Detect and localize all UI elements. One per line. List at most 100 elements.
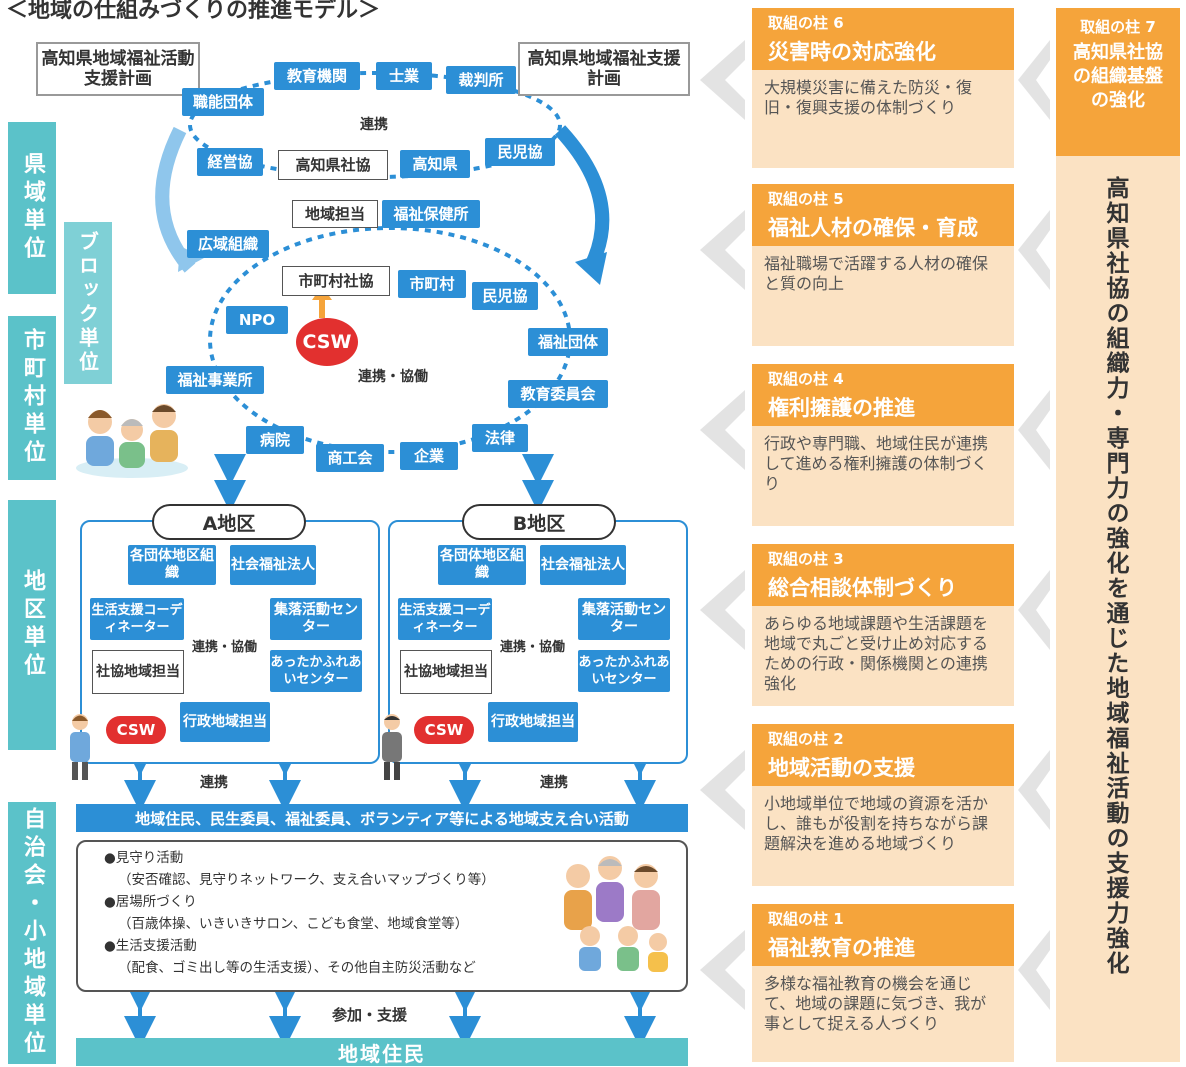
node-kyoiku-kikan: 教育機関 (274, 62, 360, 90)
district-b-label: B地区 (462, 504, 616, 540)
district-b-seikatsu-shien-coordinator: 生活支援コーディネーター (398, 598, 492, 640)
csw-district-b: CSW (414, 716, 474, 744)
node-kochi-ken: 高知県 (400, 150, 470, 178)
people-meeting-illustration (76, 404, 188, 478)
node-shokuno-dantai: 職能団体 (182, 88, 264, 116)
csw-municipal: CSW (296, 318, 358, 366)
pillar-7-number: 取組の柱 7 (1080, 18, 1156, 36)
pillar-3-number: 取組の柱 3 (768, 550, 844, 568)
node-kyoiku-iinkai: 教育委員会 (508, 380, 608, 408)
right-curve-arrow (554, 125, 610, 272)
pillar-5-number: 取組の柱 5 (768, 190, 844, 208)
inner-ring-label: 連携・協働 (358, 369, 428, 385)
pillar-6-header: 取組の柱 6 災害時の対応強化 (752, 8, 1014, 70)
outer-ring-label: 連携 (360, 117, 388, 133)
activity-ibasho-title: ●居場所づくり (104, 894, 197, 910)
node-horitsu: 法律 (472, 424, 528, 452)
node-kochi-shakyo: 高知県社協 (278, 150, 388, 180)
level-district: 地区単位 (8, 500, 56, 750)
activity-seikatsu-title: ●生活支援活動 (104, 938, 197, 954)
pillar-6-desc: 大規模災害に備えた防災・復旧・復興支援の体制づくり (752, 70, 1014, 168)
node-shokokai: 商工会 (316, 444, 384, 472)
pillar-1-desc: 多様な福祉教育の機会を通じて、地域の課題に気づき、我が事として捉える人づくり (752, 966, 1014, 1062)
pillar-7-column (1056, 8, 1180, 1062)
level-community: 自治会・小地域単位 (8, 802, 56, 1064)
node-npo: NPO (226, 306, 288, 334)
node-chiiki-tanto: 地域担当 (292, 200, 378, 228)
district-a-shuraku-katsudo-center: 集落活動センター (270, 598, 362, 640)
pillar-5-desc: 福祉職場で活躍する人材の確保と質の向上 (752, 246, 1014, 346)
level-municipal: 市町村単位 (8, 316, 56, 480)
district-b-shakyo-chiiki-tanto: 社協地域担当 (400, 650, 492, 694)
pillar-3-title: 総合相談体制づくり (768, 576, 957, 600)
pillar-2-number: 取組の柱 2 (768, 730, 844, 748)
pillar-4-title: 権利擁護の推進 (768, 396, 915, 420)
district-b-shuraku-katsudo-center: 集落活動センター (578, 598, 670, 640)
node-shigyo: 士業 (376, 62, 432, 90)
node-shichoson: 市町村 (398, 270, 466, 298)
district-a-seikatsu-shien-coordinator: 生活支援コーディネーター (90, 598, 184, 640)
pillar-3-header: 取組の柱 3 総合相談体制づくり (752, 544, 1014, 606)
gray-chevrons (700, 40, 1050, 1010)
pillar-2-title: 地域活動の支援 (768, 756, 915, 780)
node-byoin: 病院 (246, 426, 304, 454)
pillar-4-desc: 行政や専門職、地域住民が連携して進める権利擁護の体制づくり (752, 426, 1014, 526)
pillar-2-header: 取組の柱 2 地域活動の支援 (752, 724, 1014, 786)
district-b-center-label: 連携・協働 (500, 640, 566, 655)
link-label-b: 連携 (540, 775, 568, 791)
node-minjikyo-outer: 民児協 (485, 138, 555, 166)
node-fukushi-dantai: 福祉団体 (528, 328, 608, 356)
activity-ibasho-detail: （百歳体操、いきいきサロン、こども食堂、地域食堂等） (118, 916, 469, 932)
link-label-a: 連携 (200, 775, 228, 791)
node-shichoson-shakyo: 市町村社協 (282, 266, 390, 296)
pillar-7-body: 高知県社協の組織力・専門力の強化を通じた地域福祉活動の支援力強化 (1102, 176, 1128, 976)
district-a-shakaifukushi-hojin: 社会福祉法人 (230, 545, 316, 585)
level-block: ブロック単位 (64, 222, 112, 384)
residents-band: 地域住民 (76, 1038, 688, 1066)
activity-mimamori-title: ●見守り活動 (104, 850, 184, 866)
activity-seikatsu-detail: （配食、ゴミ出し等の生活支援）、その他自主防災活動など (118, 960, 476, 976)
node-fukushi-hokenjo: 福祉保健所 (382, 200, 480, 228)
plan-right: 高知県地域福祉支援計画 (518, 42, 690, 96)
pillar-5-title: 福祉人材の確保・育成 (768, 216, 978, 240)
participation-label: 参加・支援 (332, 1006, 408, 1024)
pillar-5-header: 取組の柱 5 福祉人材の確保・育成 (752, 184, 1014, 246)
node-keieikyo: 経営協 (197, 148, 263, 176)
district-a-attaka-center: あったかふれあいセンター (270, 650, 362, 692)
district-a-gyosei-chiiki-tanto: 行政地域担当 (180, 702, 270, 742)
district-a-label: A地区 (152, 504, 306, 540)
csw-district-a: CSW (106, 716, 166, 744)
node-saibansho: 裁判所 (446, 66, 516, 94)
activity-mimamori-detail: （安否確認、見守りネットワーク、支え合いマップづくり等） (118, 872, 495, 888)
district-a-kakudantai: 各団体地区組織 (128, 545, 216, 585)
district-b-kakudantai: 各団体地区組織 (438, 545, 526, 585)
pillar-3-desc: あらゆる地域課題や生活課題を地域で丸ごと受け止め対応するための行政・関係機関との… (752, 606, 1014, 706)
district-a-center-label: 連携・協働 (192, 640, 258, 655)
staff-figure-man (382, 714, 402, 780)
pillar-6-number: 取組の柱 6 (768, 14, 844, 32)
pillar-2-desc: 小地域単位で地域の資源を活かし、誰もが役割を持ちながら課題解決を進める地域づくり (752, 786, 1014, 886)
district-a-shakyo-chiiki-tanto: 社協地域担当 (92, 650, 184, 694)
family-illustration (564, 856, 668, 972)
plan-left: 高知県地域福祉活動支援計画 (36, 42, 200, 96)
pillar-6-title: 災害時の対応強化 (768, 40, 936, 64)
support-activities-band: 地域住民、民生委員、福祉委員、ボランティア等による地域支え合い活動 (76, 804, 688, 832)
district-b-shakaifukushi-hojin: 社会福祉法人 (540, 545, 626, 585)
node-minjikyo-inner: 民児協 (472, 282, 538, 310)
page-title: ＜地域の仕組みづくりの推進モデル＞ (6, 0, 381, 23)
pillar-4-number: 取組の柱 4 (768, 370, 844, 388)
pillar-1-header: 取組の柱 1 福祉教育の推進 (752, 904, 1014, 966)
level-prefecture: 県域単位 (8, 122, 56, 294)
node-kigyo: 企業 (400, 442, 458, 470)
node-koiki-soshiki: 広域組織 (187, 230, 269, 258)
left-curve-arrow (155, 126, 196, 273)
district-b-attaka-center: あったかふれあいセンター (578, 650, 670, 692)
pillar-1-title: 福祉教育の推進 (768, 936, 915, 960)
node-fukushi-jigyosho: 福祉事業所 (166, 366, 264, 394)
pillar-4-header: 取組の柱 4 権利擁護の推進 (752, 364, 1014, 426)
pillar-7-header: 取組の柱 7 高知県社協の組織基盤の強化 (1056, 8, 1180, 156)
district-b-gyosei-chiiki-tanto: 行政地域担当 (488, 702, 578, 742)
staff-figure-woman (70, 714, 90, 780)
pillar-1-number: 取組の柱 1 (768, 910, 844, 928)
